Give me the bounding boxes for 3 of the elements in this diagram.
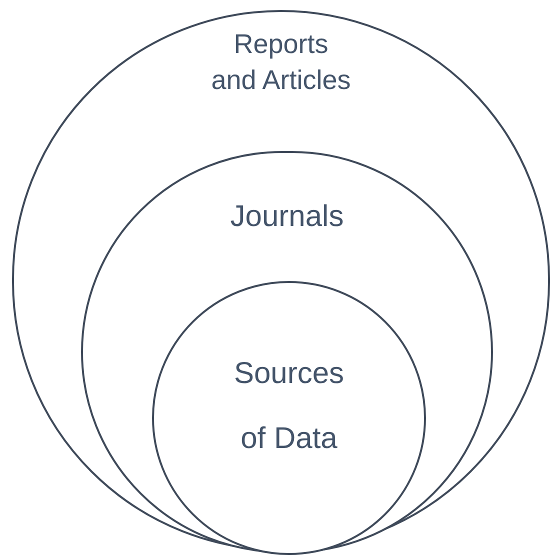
circle-label: Reports and Articles <box>211 28 351 97</box>
circle-label: Journals <box>229 199 345 235</box>
circle-label: Sources of Data <box>232 356 346 457</box>
